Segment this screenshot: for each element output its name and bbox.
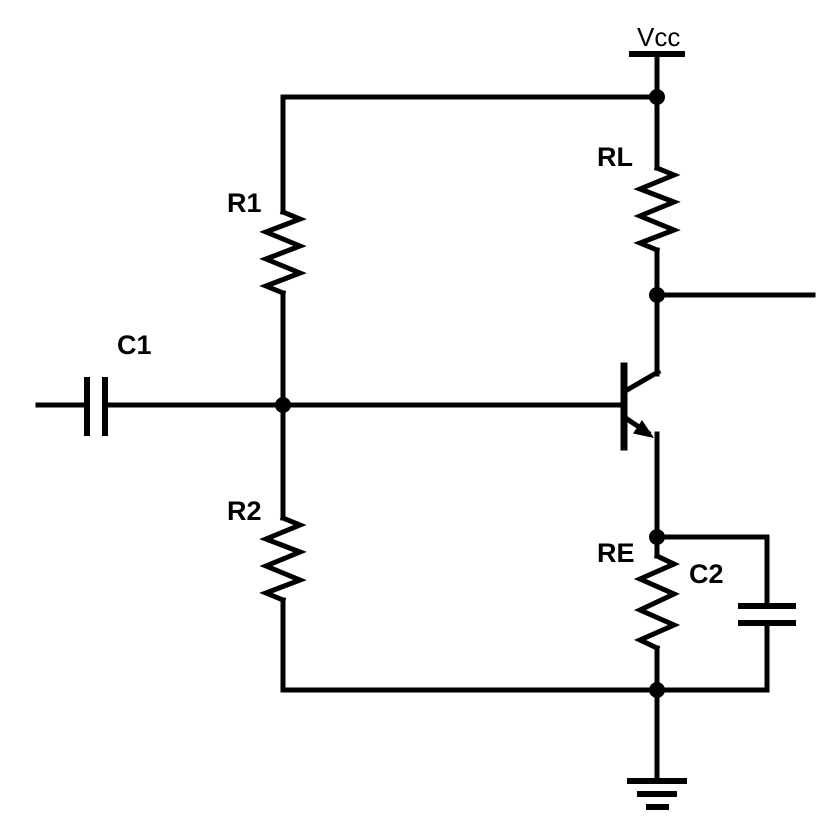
resistor-r1: R1 [227, 94, 307, 408]
resistor-rl: RL [597, 94, 681, 298]
r1-zigzag [259, 208, 307, 297]
transistor-emitter-arrow-icon [633, 420, 654, 438]
resistor-r2: R2 [227, 402, 307, 693]
capacitor-c1: C1 [35, 330, 152, 436]
rl-label: RL [597, 142, 633, 172]
c1-label: C1 [117, 330, 152, 360]
re-zigzag [633, 552, 681, 652]
vcc-label: Vcc [637, 22, 680, 52]
r1-label: R1 [227, 188, 262, 218]
transistor-collector-diagonal [623, 368, 662, 394]
npn-transistor [620, 292, 662, 540]
r2-label: R2 [227, 496, 262, 526]
r2-zigzag [259, 514, 307, 604]
re-label: RE [597, 538, 635, 568]
resistor-re: RE [597, 534, 681, 693]
power-supply-vcc: Vcc [629, 22, 685, 100]
ground-symbol-icon [627, 687, 687, 810]
c2-label: C2 [689, 559, 724, 589]
capacitor-c2: C2 [654, 534, 796, 693]
rl-zigzag [633, 164, 681, 254]
